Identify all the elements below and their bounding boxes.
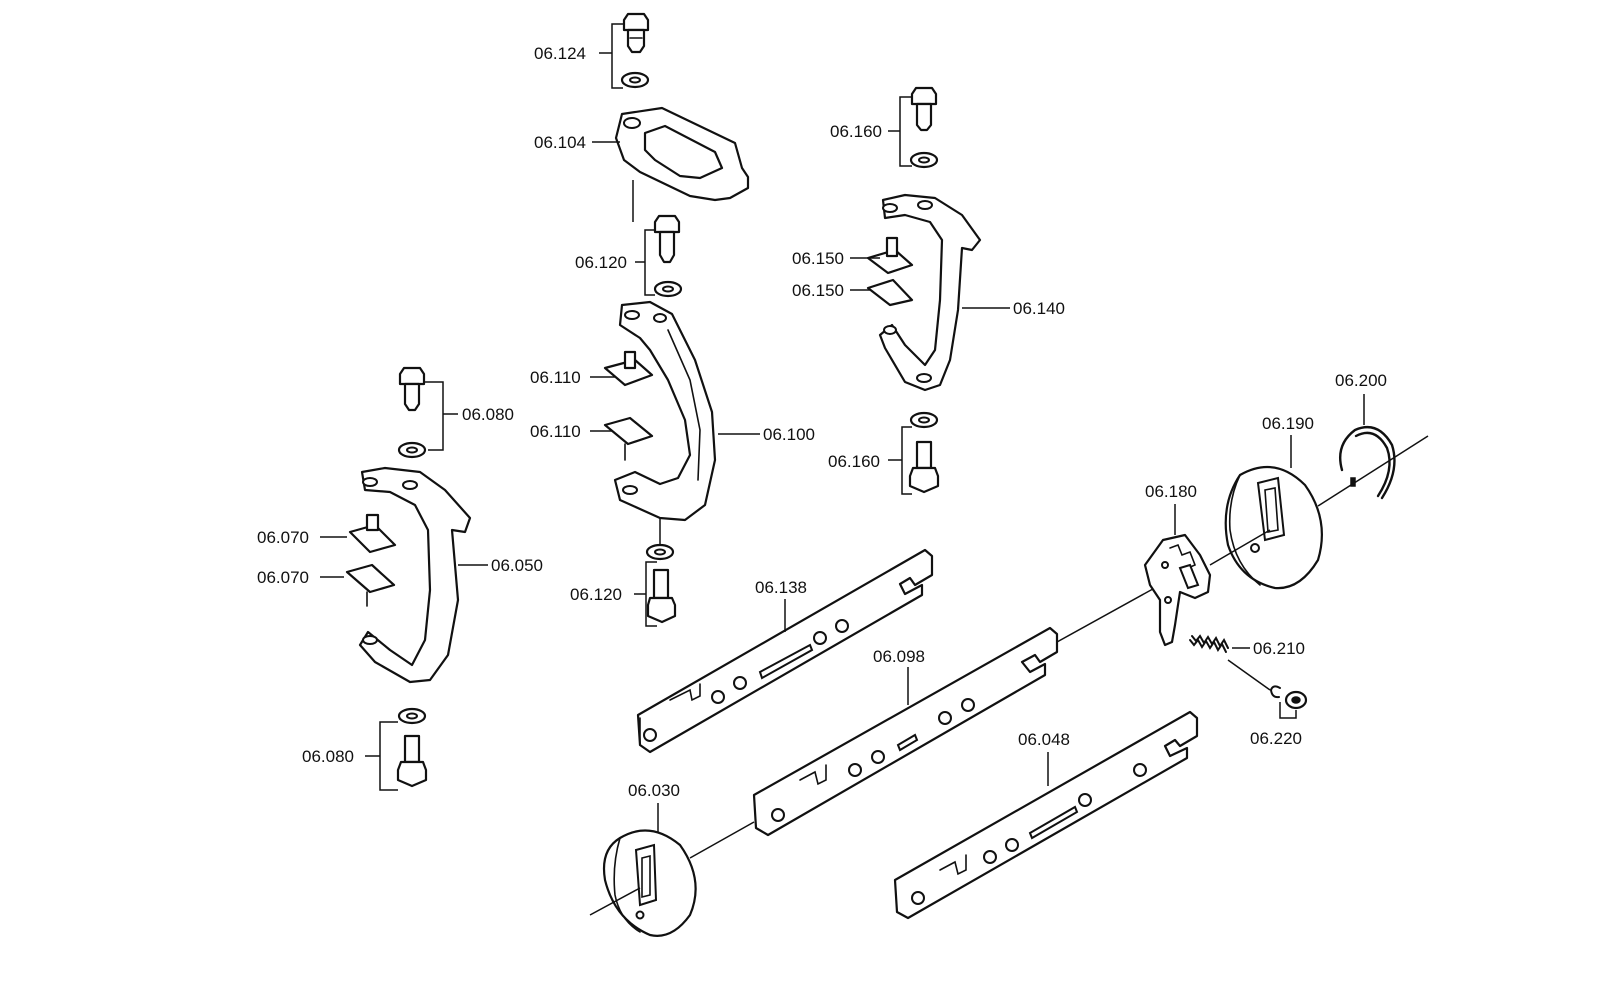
label-06-210: 06.210 (1253, 639, 1305, 658)
rail-06-048 (893, 710, 1199, 920)
bolt-06-120-top (653, 214, 681, 264)
label-06-180: 06.180 (1145, 482, 1197, 501)
pad-06-150-top (866, 236, 914, 275)
axis-line-06-200 (1317, 435, 1429, 507)
label-06-070-top: 06.070 (257, 528, 309, 547)
label-06-190: 06.190 (1262, 414, 1314, 433)
label-06-110-top: 06.110 (530, 368, 581, 387)
leader-06-120-top (635, 229, 655, 296)
label-06-200: 06.200 (1335, 371, 1387, 390)
end-disc-06-030 (602, 829, 697, 937)
label-06-160-bottom: 06.160 (828, 452, 880, 471)
bolt-06-160-bottom (908, 440, 940, 494)
label-06-150-top: 06.150 (792, 249, 844, 268)
bolt-06-160-top (910, 86, 938, 132)
label-06-110-bottom: 06.110 (530, 422, 581, 441)
pad-06-070-bottom (345, 563, 396, 607)
detent-06-220 (1269, 685, 1308, 710)
shift-fork-06-100 (613, 300, 717, 522)
label-06-124: 06.124 (534, 44, 586, 63)
leader-06-160-bottom (888, 426, 912, 495)
washer-06-124 (620, 71, 650, 89)
leader-06-080-bottom (365, 721, 398, 791)
label-06-220: 06.220 (1250, 729, 1302, 748)
shift-fork-06-050 (358, 466, 472, 684)
washer-06-160-bottom (909, 411, 939, 429)
end-disc-06-190 (1224, 465, 1323, 590)
label-06-120-top: 06.120 (575, 253, 627, 272)
pad-06-150-bottom (866, 278, 914, 307)
plate-06-104 (614, 106, 750, 202)
leader-06-120-bottom (634, 561, 657, 627)
label-06-160-top: 06.160 (830, 122, 882, 141)
label-06-030: 06.030 (628, 781, 680, 800)
leader-06-160-top (888, 96, 912, 167)
label-06-150-bottom: 06.150 (792, 281, 844, 300)
label-06-120-bottom: 06.120 (570, 585, 622, 604)
label-06-140: 06.140 (1013, 299, 1065, 318)
label-06-050: 06.050 (491, 556, 543, 575)
label-06-104: 06.104 (534, 133, 586, 152)
leader-06-220 (1279, 702, 1297, 719)
spring-06-210 (1189, 634, 1229, 653)
washer-06-160-top (909, 151, 939, 169)
bolt-06-120-bottom (646, 568, 677, 624)
washer-06-080-bottom (397, 707, 427, 725)
shift-fork-06-140 (878, 193, 982, 392)
label-06-048: 06.048 (1018, 730, 1070, 749)
label-06-070-bottom: 06.070 (257, 568, 309, 587)
rail-06-098 (752, 626, 1059, 837)
axis-line-disc-06-030 (689, 821, 755, 859)
pad-06-110-bottom (603, 416, 654, 461)
pad-06-070-top (348, 513, 397, 554)
label-06-098: 06.098 (873, 647, 925, 666)
label-06-138: 06.138 (755, 578, 807, 597)
bolt-06-080-bottom (396, 734, 428, 788)
bolt-06-124 (622, 12, 650, 54)
selector-plate-06-180 (1143, 533, 1212, 647)
label-06-080-bottom: 06.080 (302, 747, 354, 766)
axis-line-06-030-left (589, 887, 641, 916)
rail-06-138 (636, 548, 934, 754)
bolt-06-080-top (398, 366, 426, 412)
label-06-080-top: 06.080 (462, 405, 514, 424)
washer-06-120-bottom (645, 543, 675, 561)
leader-06-124 (599, 23, 623, 89)
washer-06-080-top (397, 441, 427, 459)
washer-06-120-top (653, 280, 683, 298)
label-06-100: 06.100 (763, 425, 815, 444)
leader-06-080-top (424, 381, 458, 451)
axis-line-06-180 (1209, 529, 1271, 566)
axis-line-06-210 (1227, 659, 1271, 691)
pad-06-110-top (603, 350, 654, 387)
